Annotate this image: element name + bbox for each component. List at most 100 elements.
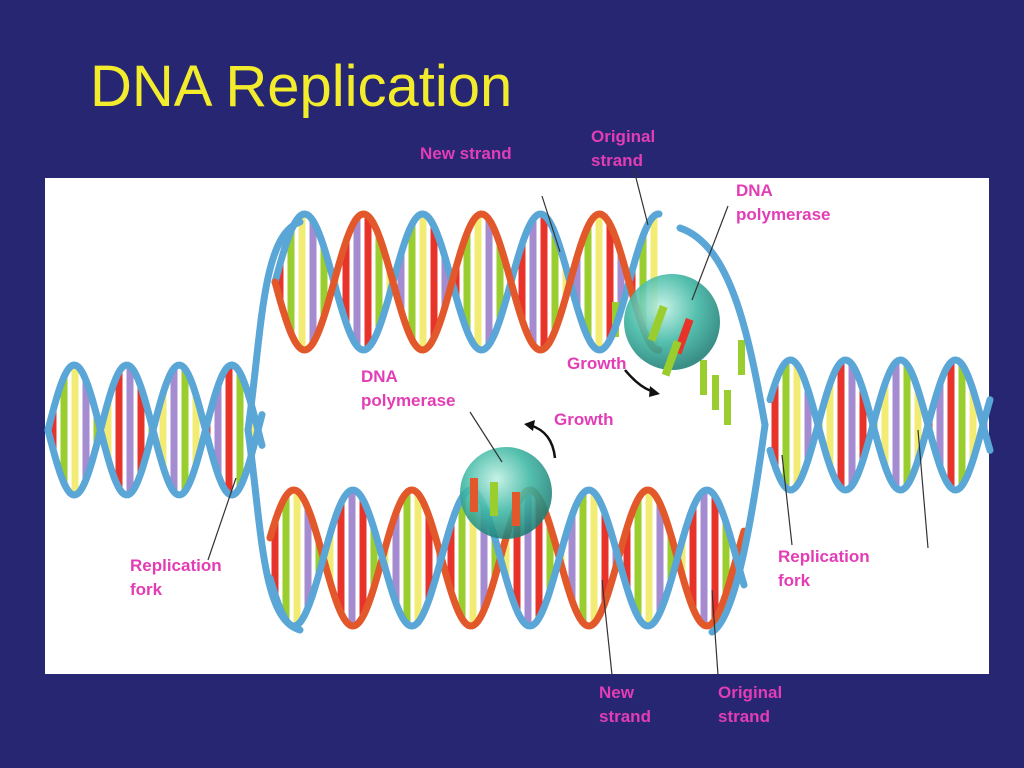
base-pair (348, 490, 356, 626)
base-pair (304, 508, 312, 608)
base-pair (595, 214, 603, 350)
base-pair (722, 522, 730, 594)
base-pair (408, 224, 416, 340)
base-pair (848, 364, 856, 486)
label-replication-fork-right: Replication fork (778, 547, 870, 590)
base-pair (881, 383, 889, 467)
base-pair (689, 507, 697, 609)
base-pair (947, 362, 955, 488)
base-pair (225, 365, 233, 495)
base-pair (645, 490, 653, 626)
label-growth-mid: Growth (554, 410, 614, 429)
base-pair (639, 235, 647, 329)
label-original-strand-top: Original strand (591, 127, 656, 170)
base-pair (419, 214, 427, 350)
base-pair (236, 372, 244, 488)
base-pair (678, 541, 686, 575)
nucleotide (661, 340, 682, 377)
base-pair (513, 505, 521, 611)
base-pair (447, 524, 455, 592)
base-pair (903, 364, 911, 486)
base-pair (782, 362, 790, 488)
base-pair (535, 497, 543, 619)
base-pair (342, 241, 350, 323)
base-pair (293, 490, 301, 626)
base-pair (617, 253, 625, 311)
base-pair (337, 503, 345, 613)
base-pairs (49, 214, 988, 626)
leader-line (541, 195, 561, 253)
base-pair (700, 490, 708, 626)
base-pair (326, 534, 334, 582)
base-pair (969, 389, 977, 461)
base-pair (71, 365, 79, 495)
base-pair (60, 376, 68, 484)
leader-line (601, 579, 613, 676)
base-pair (859, 389, 867, 461)
base-pair (320, 247, 328, 317)
nucleotide (470, 478, 478, 512)
nucleotide (490, 482, 498, 516)
base-pair (568, 515, 576, 601)
fork-arm (244, 218, 304, 434)
base-pair (496, 244, 504, 320)
base-pair (485, 219, 493, 345)
base-pair (430, 226, 438, 338)
free-base (700, 360, 707, 395)
label-dna-polymerase-mid: DNA polymerase (361, 367, 456, 410)
fork-arm (244, 426, 304, 634)
base-pair (667, 535, 675, 581)
base-pair (115, 371, 123, 489)
base-pair (936, 383, 944, 467)
label-new-strand-top: New strand (420, 144, 512, 163)
growth-arrowhead-mid (524, 420, 535, 431)
leader-line (469, 411, 503, 463)
base-pair (126, 366, 134, 494)
base-pair (403, 492, 411, 624)
base-pair (793, 364, 801, 486)
base-pair (606, 224, 614, 340)
daughter-bottom-strand-b (266, 486, 748, 630)
base-pair (601, 513, 609, 603)
base-pair (104, 401, 112, 459)
base-pair (914, 389, 922, 461)
leader-line (207, 477, 237, 561)
leader-line (711, 589, 719, 676)
base-pair (170, 368, 178, 492)
leader-line (691, 205, 729, 301)
leader-lines (207, 169, 929, 676)
base-pair (287, 230, 295, 334)
base-pair (584, 226, 592, 338)
base-pair (463, 233, 471, 331)
free-base (738, 340, 745, 375)
base-pair (392, 512, 400, 604)
base-pair (359, 499, 367, 617)
free-base (712, 375, 719, 410)
base-pair (214, 385, 222, 475)
base-pair (518, 244, 526, 320)
base-pair (826, 383, 834, 467)
slide-title: DNA Replication (90, 54, 513, 119)
fork-arm (676, 224, 769, 429)
base-pair (562, 267, 570, 297)
base-pair (137, 387, 145, 473)
base-pair (181, 368, 189, 492)
base-pair (590, 492, 598, 624)
base-pair (309, 220, 317, 344)
label-growth-top: Growth (567, 354, 627, 373)
base-pair (491, 538, 499, 578)
base-pair (771, 383, 779, 467)
base-pair (502, 537, 510, 579)
base-pair (276, 264, 284, 300)
free-base (724, 390, 731, 425)
base-pair (441, 257, 449, 307)
base-pair (469, 490, 477, 626)
base-pair (837, 362, 845, 488)
daughter-top-strand-b (271, 210, 663, 354)
dna-polymerase-group (460, 274, 720, 539)
parent-right-strand-b (766, 356, 994, 494)
leader-line (633, 169, 649, 226)
fork-arm (708, 421, 769, 636)
parent-left-strand-a (44, 361, 266, 499)
